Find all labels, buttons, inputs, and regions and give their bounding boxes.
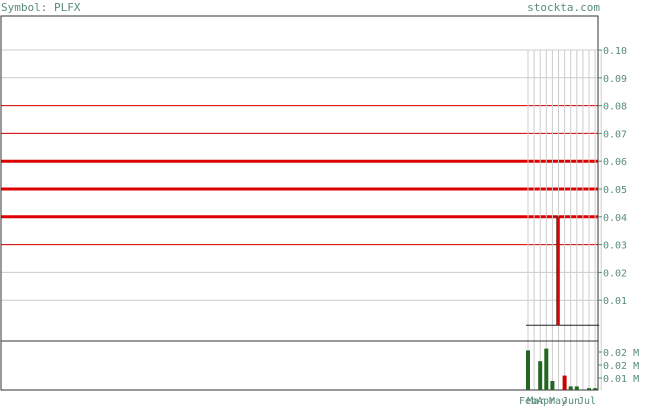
price-axis: 0.10 0.09 0.08 0.07 0.06 0.05 0.04 0.03 0.02 0.01	[598, 46, 627, 307]
price-tick-label: 0.04	[603, 213, 627, 224]
price-tick-label: 0.06	[603, 157, 627, 168]
date-tick-label: May	[549, 396, 567, 406]
volume-bar	[587, 388, 591, 390]
volume-bar	[568, 386, 573, 390]
volume-bars	[526, 348, 598, 390]
date-tick-label: Apr	[537, 396, 555, 406]
price-tick-label: 0.01	[603, 296, 627, 307]
price-panel-frame	[0, 15, 599, 342]
date-tick-label: Jun	[562, 396, 580, 406]
volume-tick-label: 0.02 M	[603, 348, 639, 359]
site-name: stockta.com	[527, 1, 600, 14]
volume-bar	[574, 386, 579, 390]
date-tick-label: Feb	[519, 396, 537, 406]
volume-tick-label: 0.01 M	[603, 374, 639, 385]
volume-axis: 0.02 M 0.02 M 0.01 M	[598, 348, 639, 385]
price-tick-label: 0.09	[603, 74, 627, 85]
price-tick-label: 0.02	[603, 268, 627, 279]
price-tick-label: 0.05	[603, 185, 627, 196]
price-spike-bar	[556, 216, 560, 326]
volume-bar	[550, 381, 555, 390]
volume-tick-label: 0.02 M	[603, 361, 639, 372]
volume-bar	[544, 348, 549, 390]
volume-bar	[593, 388, 598, 390]
price-tick-label: 0.07	[603, 129, 627, 140]
volume-panel-frame	[0, 340, 599, 391]
price-tick-label: 0.03	[603, 241, 627, 252]
price-tick-label: 0.10	[603, 46, 627, 57]
chart-symbol-label: Symbol: PLFX	[1, 1, 81, 14]
date-tick-label: Mar	[527, 396, 545, 406]
date-gridlines	[527, 50, 602, 390]
date-tick-label: Jul	[578, 396, 596, 406]
volume-bar	[562, 375, 567, 390]
price-gridlines	[1, 49, 598, 301]
price-reference-lines	[1, 105, 598, 246]
volume-bar	[538, 361, 543, 390]
volume-bar	[526, 350, 530, 390]
price-tick-label: 0.08	[603, 102, 627, 113]
price-series	[526, 216, 600, 326]
